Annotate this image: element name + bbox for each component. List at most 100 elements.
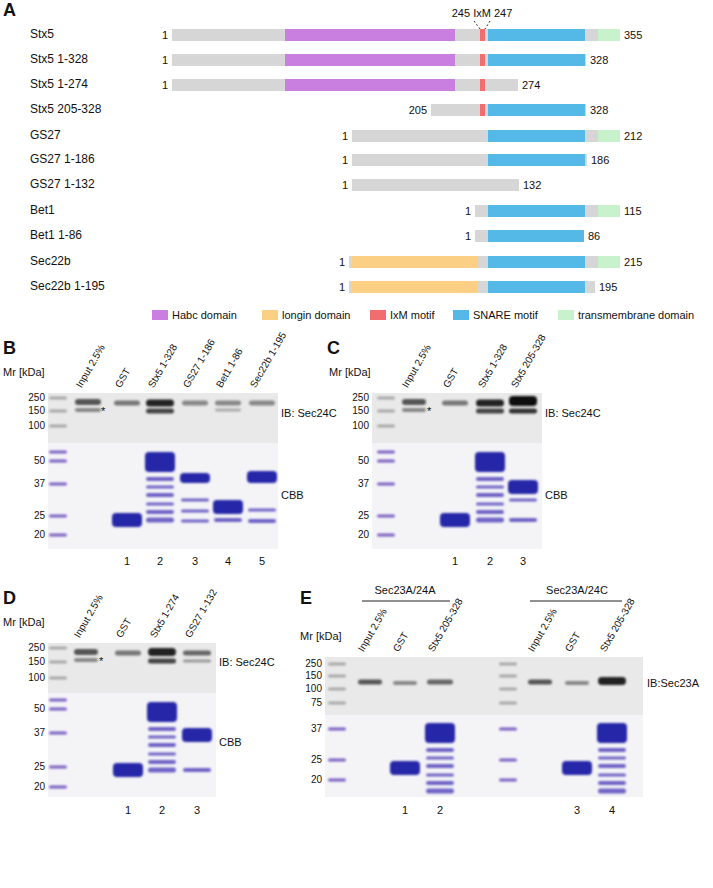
gel-band [476, 518, 504, 523]
lane-label: Sec22b 1-195 [248, 330, 290, 390]
residue-number: 1 [162, 54, 168, 67]
residue-number: 274 [522, 79, 540, 92]
domain-segment [488, 256, 585, 268]
group-line [530, 601, 622, 602]
protein-bar [352, 179, 519, 191]
mw-marker: 250 [305, 658, 322, 670]
gel-panel [48, 643, 216, 693]
mw-marker: 20 [34, 529, 45, 541]
gel-band [598, 757, 626, 760]
lane-label: Stx5 205-328 [426, 596, 466, 654]
mw-marker: 37 [34, 727, 45, 739]
residue-number: 1 [342, 179, 348, 192]
lane-label: Input 2.5% [526, 607, 560, 654]
gel-band [528, 680, 552, 685]
gel-band [49, 699, 67, 702]
residue-number: 215 [624, 256, 642, 269]
protein-bar [172, 29, 620, 41]
construct-name: Bet1 1-86 [30, 229, 82, 243]
gel-band [180, 473, 210, 483]
side-label: Mr [kDa] [300, 630, 342, 643]
gel-band [509, 396, 537, 406]
protein-bar [352, 154, 587, 166]
mw-marker: 50 [34, 703, 45, 715]
gel-band [476, 477, 504, 481]
gel-band [499, 675, 517, 678]
residue-number: 1 [342, 130, 348, 143]
gel-band [427, 680, 453, 685]
gel-band [377, 483, 395, 486]
mw-marker: 150 [305, 670, 322, 682]
gel-band [49, 647, 67, 650]
mw-marker: 250 [28, 392, 45, 404]
lane-number: 4 [225, 555, 231, 568]
gel-band [49, 677, 67, 680]
domain-segment [488, 205, 585, 217]
gel-band [328, 675, 346, 678]
domain-segment [488, 230, 584, 242]
gel-band [113, 763, 143, 777]
protein-bar [475, 230, 584, 242]
residue-number: 132 [523, 179, 541, 192]
mw-marker: 25 [34, 761, 45, 773]
gel-band [377, 460, 395, 463]
gel-band [508, 480, 538, 494]
gel-band [49, 661, 67, 664]
gel-band [146, 486, 174, 489]
gel-band [377, 515, 395, 518]
gel-band [49, 534, 67, 537]
lane-label: Input 2.5% [72, 593, 106, 640]
gel-band [597, 723, 627, 743]
domain-segment [598, 29, 620, 41]
lane-number: 2 [157, 555, 163, 568]
construct-name: GS27 1-186 [30, 153, 95, 167]
legend-swatch [558, 310, 574, 320]
gel-band [377, 425, 395, 428]
gel-band [390, 761, 420, 775]
legend-swatch [370, 310, 386, 320]
lane-number: 2 [437, 804, 443, 817]
gel-band [146, 409, 174, 414]
residue-number: 212 [624, 130, 642, 143]
protein-bar [349, 281, 595, 293]
residue-number: 1 [339, 281, 345, 294]
gel-band [148, 736, 176, 739]
gel-band [183, 768, 211, 772]
mw-marker: 100 [305, 683, 322, 695]
gel-band [215, 401, 241, 406]
gel-band [49, 451, 67, 454]
gel-panel [48, 443, 278, 549]
lane-label: GST [114, 616, 135, 640]
domain-segment [480, 104, 485, 116]
gel-band [182, 401, 208, 406]
lane-label: GST [113, 366, 134, 390]
gel-band [49, 410, 67, 413]
legend-text: Habc domain [172, 309, 237, 322]
residue-number: * [427, 405, 431, 418]
gel-band [146, 400, 174, 407]
gel-band [328, 779, 346, 782]
gel-band [181, 510, 209, 513]
construct-name: Stx5 205-328 [30, 103, 101, 117]
gel-band [426, 781, 454, 785]
gel-band [509, 409, 537, 414]
gel-band [328, 702, 346, 705]
construct-name: Stx5 1-328 [30, 53, 88, 67]
legend-text: transmembrane domain [578, 309, 694, 322]
header-label: Sec23A/24C [546, 584, 608, 597]
gel-band [148, 753, 176, 756]
lane-label: Stx5 1-328 [476, 342, 511, 390]
mw-marker: 50 [34, 455, 45, 467]
lane-label: GS27 1-186 [181, 337, 218, 390]
gel-band [328, 759, 346, 762]
gel-band [248, 519, 276, 523]
gel-band [183, 651, 211, 656]
gel-band [182, 728, 212, 742]
protein-bar [431, 104, 586, 116]
gel-band [499, 663, 517, 666]
residue-number: 115 [624, 205, 642, 218]
gel-band [328, 728, 346, 731]
lane-number: 1 [125, 804, 131, 817]
gel-band [377, 451, 395, 454]
side-label: CBB [219, 736, 242, 749]
